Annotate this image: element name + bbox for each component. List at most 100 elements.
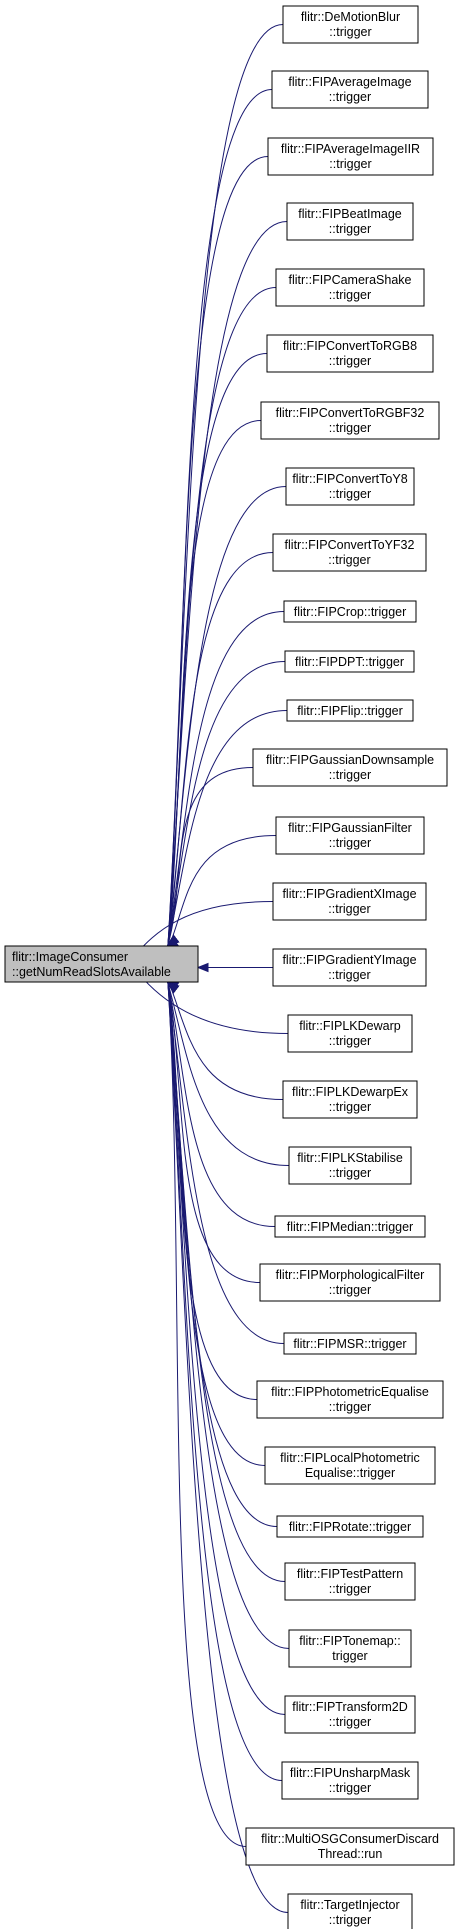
caller-node-label-line1: flitr::FIPTransform2D <box>292 1700 408 1714</box>
caller-node-box <box>272 948 427 987</box>
caller-node-label-line2: ::trigger <box>329 1166 371 1180</box>
caller-node[interactable]: flitr::FIPConvertToRGB8::trigger <box>266 334 434 373</box>
caller-node[interactable]: flitr::FIPAverageImageIIR::trigger <box>267 137 434 176</box>
call-edge <box>167 983 278 1527</box>
call-edge <box>167 156 269 945</box>
call-edge <box>167 767 254 945</box>
call-edges <box>132 24 290 1913</box>
caller-node-box <box>276 1515 424 1538</box>
caller-node[interactable]: flitr::FIPCameraShake::trigger <box>275 268 425 307</box>
caller-node[interactable]: flitr::FIPRotate::trigger <box>276 1515 424 1538</box>
caller-node-box <box>260 401 440 440</box>
caller-node-box <box>272 533 427 572</box>
caller-node[interactable]: flitr::FIPGaussianDownsample::trigger <box>252 748 448 787</box>
caller-node-label-line1: flitr::FIPConvertToRGB8 <box>283 339 417 353</box>
caller-node[interactable]: flitr::FIPCrop::trigger <box>283 600 417 623</box>
call-edge <box>167 552 274 945</box>
caller-node[interactable]: flitr::FIPDPT::trigger <box>284 650 415 673</box>
caller-node-box <box>272 882 427 921</box>
caller-node[interactable]: flitr::FIPPhotometricEqualise::trigger <box>256 1380 444 1419</box>
caller-node-label-line1: flitr::FIPLKStabilise <box>297 1151 403 1165</box>
call-edge <box>167 980 284 1100</box>
caller-node[interactable]: flitr::FIPLocalPhotometricEqualise::trig… <box>264 1446 436 1485</box>
caller-node-label-line1: flitr::FIPLocalPhotometric <box>280 1451 420 1465</box>
caller-node[interactable]: flitr::FIPTransform2D::trigger <box>284 1695 416 1734</box>
caller-node-box <box>275 268 425 307</box>
caller-node[interactable]: flitr::FIPUnsharpMask::trigger <box>281 1761 419 1800</box>
caller-node-label-line2: ::trigger <box>328 968 370 982</box>
caller-node[interactable]: flitr::FIPLKStabilise::trigger <box>288 1146 412 1185</box>
caller-node-label-line1: flitr::FIPMedian::trigger <box>287 1220 413 1234</box>
caller-node-label-line2: ::trigger <box>329 487 371 501</box>
caller-node-label-line1: flitr::FIPLKDewarp <box>299 1019 400 1033</box>
caller-node[interactable]: flitr::FIPAverageImage::trigger <box>271 70 429 109</box>
caller-node[interactable]: flitr::MultiOSGConsumerDiscardThread::ru… <box>245 1827 455 1866</box>
call-edge <box>167 983 285 1344</box>
root-node[interactable]: flitr::ImageConsumer ::getNumReadSlotsAv… <box>4 945 199 983</box>
caller-node-box <box>286 699 414 722</box>
caller-node-label-line1: flitr::FIPFlip::trigger <box>297 704 403 718</box>
caller-node-label-line1: flitr::MultiOSGConsumerDiscard <box>261 1832 439 1846</box>
caller-node-label-line2: ::trigger <box>329 768 371 782</box>
caller-node-box <box>287 1014 413 1053</box>
caller-node-label-line2: ::trigger <box>329 1913 371 1927</box>
caller-node-label-line1: flitr::FIPDPT::trigger <box>295 655 404 669</box>
caller-node-label-line1: flitr::FIPGradientXImage <box>282 887 416 901</box>
call-edge <box>167 983 289 1913</box>
caller-node-label-line2: ::trigger <box>329 1283 371 1297</box>
caller-node-label-line1: flitr::TargetInjector <box>300 1898 399 1912</box>
caller-node-label-line1: flitr::FIPPhotometricEqualise <box>271 1385 429 1399</box>
caller-node[interactable]: flitr::FIPGaussianFilter::trigger <box>275 816 425 855</box>
caller-node-box <box>288 1629 412 1668</box>
caller-node[interactable]: flitr::FIPConvertToYF32::trigger <box>272 533 427 572</box>
call-edge <box>167 983 266 1466</box>
caller-node-label-line1: flitr::FIPMSR::trigger <box>293 1337 406 1351</box>
call-edge <box>167 983 247 1847</box>
caller-node-box <box>264 1446 436 1485</box>
caller-node-box <box>245 1827 455 1866</box>
call-edge <box>167 983 283 1781</box>
caller-node-box <box>271 70 429 109</box>
caller-node[interactable]: flitr::FIPMSR::trigger <box>283 1332 417 1355</box>
caller-node-box <box>252 748 448 787</box>
caller-node[interactable]: flitr::FIPConvertToRGBF32::trigger <box>260 401 440 440</box>
caller-node-label-line1: flitr::FIPMorphologicalFilter <box>276 1268 425 1282</box>
caller-node-label-line2: ::trigger <box>329 1715 371 1729</box>
call-edge <box>167 611 285 945</box>
call-edge <box>167 983 276 1227</box>
caller-node-box <box>267 137 434 176</box>
caller-node[interactable]: flitr::FIPLKDewarpEx::trigger <box>282 1080 418 1119</box>
caller-node-label-line2: ::trigger <box>329 1100 371 1114</box>
caller-node[interactable]: flitr::FIPTonemap::trigger <box>288 1629 412 1668</box>
caller-node-label-line1: flitr::FIPCameraShake <box>289 273 412 287</box>
caller-node-label-line2: Equalise::trigger <box>305 1466 395 1480</box>
caller-node[interactable]: flitr::TargetInjector::trigger <box>287 1893 413 1929</box>
call-edge <box>167 661 286 945</box>
caller-node[interactable]: flitr::FIPMedian::trigger <box>274 1215 426 1238</box>
caller-node[interactable]: flitr::FIPBeatImage::trigger <box>286 202 414 241</box>
caller-node-label-line2: ::trigger <box>329 90 371 104</box>
caller-node[interactable]: flitr::FIPTestPattern::trigger <box>284 1562 416 1601</box>
caller-node-label-line1: flitr::FIPAverageImageIIR <box>281 142 420 156</box>
call-edge <box>167 983 290 1649</box>
caller-node-label-line1: flitr::FIPConvertToYF32 <box>285 538 415 552</box>
caller-node[interactable]: flitr::FIPGradientXImage::trigger <box>272 882 427 921</box>
caller-node[interactable]: flitr::FIPConvertToY8::trigger <box>285 467 415 506</box>
caller-node-label-line2: ::trigger <box>328 902 370 916</box>
caller-node-box <box>284 650 415 673</box>
caller-node-box <box>281 1761 419 1800</box>
caller-node[interactable]: flitr::FIPMorphologicalFilter::trigger <box>259 1263 441 1302</box>
caller-node-label-line1: flitr::FIPConvertToRGBF32 <box>276 406 425 420</box>
caller-node[interactable]: flitr::FIPFlip::trigger <box>286 699 414 722</box>
caller-node-box <box>275 816 425 855</box>
call-edge <box>167 420 262 945</box>
caller-node[interactable]: flitr::FIPGradientYImage::trigger <box>272 948 427 987</box>
caller-node[interactable]: flitr::DeMotionBlur::trigger <box>282 5 419 44</box>
caller-node-label-line2: ::trigger <box>329 1582 371 1596</box>
graph-nodes: flitr::ImageConsumer ::getNumReadSlotsAv… <box>4 5 455 1929</box>
caller-node-label-line2: ::trigger <box>329 222 371 236</box>
caller-node-box <box>274 1215 426 1238</box>
caller-node[interactable]: flitr::FIPLKDewarp::trigger <box>287 1014 413 1053</box>
caller-node-box <box>284 1562 416 1601</box>
